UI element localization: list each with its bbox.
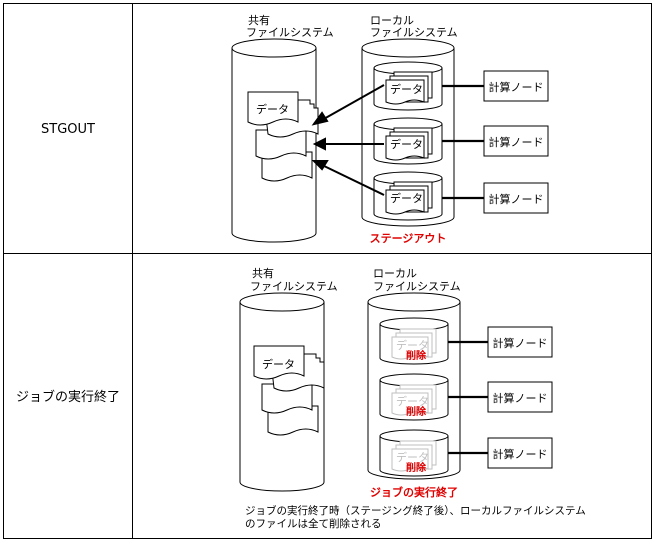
- deleted-label-3: 削除: [406, 461, 427, 474]
- row-label-stgout: STGOUT: [41, 122, 95, 137]
- deleted-label-1: 削除: [406, 349, 427, 362]
- compute-node-label-3: 計算ノード: [489, 192, 544, 206]
- local-disk-1: [373, 61, 443, 111]
- local-data-label-1: データ: [396, 338, 429, 352]
- job-end-note-line1: ジョブの実行終了時（ステージング終了後）、ローカルファイルシステム: [245, 504, 586, 517]
- local-data-label-3: データ: [390, 191, 423, 205]
- shared-data-label: データ: [256, 102, 289, 116]
- job-end-note-line2: のファイルは全て削除される: [245, 517, 382, 530]
- job-end-caption: ジョブの実行終了: [370, 485, 458, 499]
- local-fs-label-line2: ファイルシステム: [373, 280, 461, 293]
- local-disk-3: データ 削除: [379, 429, 449, 477]
- compute-node-label-2: 計算ノード: [493, 391, 548, 405]
- shared-data-label: データ: [262, 357, 295, 371]
- node-connectors: [442, 84, 484, 200]
- local-disk-1: データ 削除: [379, 317, 449, 365]
- compute-node-3: 計算ノード: [487, 437, 553, 469]
- compute-node-2: 計算ノード: [487, 381, 553, 413]
- compute-node-label-2: 計算ノード: [489, 135, 544, 149]
- table-grid: [3, 3, 652, 539]
- local-data-label-3: データ: [396, 450, 429, 464]
- local-data-label-2: データ: [396, 394, 429, 408]
- shared-fs-label-line1: 共有: [248, 13, 270, 27]
- local-fs-label-line2: ファイルシステム: [370, 26, 458, 39]
- local-data-label-2: データ: [390, 137, 423, 151]
- shared-data-stack: [253, 345, 325, 436]
- local-disk-2: [373, 117, 443, 165]
- stageout-arrows: [311, 84, 385, 196]
- shared-fs-label-line2: ファイルシステム: [250, 280, 338, 293]
- shared-fs-label-line1: 共有: [252, 266, 274, 280]
- shared-data-stack: [247, 91, 319, 182]
- deleted-label-2: 削除: [406, 405, 427, 418]
- local-disk-2: データ 削除: [379, 373, 449, 421]
- local-fs-label-line1: ローカル: [373, 267, 417, 280]
- compute-node-1: 計算ノード: [487, 326, 553, 358]
- row-job-end: 共有 ファイルシステム ローカル ファイルシステム データ: [239, 266, 586, 530]
- compute-node-label-3: 計算ノード: [493, 447, 548, 461]
- compute-node-label-1: 計算ノード: [493, 336, 548, 350]
- compute-node-3: 計算ノード: [483, 182, 549, 214]
- node-connectors: [448, 340, 488, 455]
- compute-node-label-1: 計算ノード: [489, 80, 544, 94]
- stageout-caption: ステージアウト: [370, 232, 447, 245]
- shared-fs-label-line2: ファイルシステム: [246, 26, 334, 39]
- compute-node-2: 計算ノード: [483, 125, 549, 157]
- local-fs-label-line1: ローカル: [370, 14, 414, 27]
- local-data-label-1: データ: [390, 82, 423, 96]
- row-stgout: 共有 ファイルシステム ローカル ファイルシステム データ: [231, 13, 549, 245]
- local-disk-3: [373, 171, 443, 221]
- row-label-job-end: ジョブの実行終了: [16, 389, 120, 405]
- compute-node-1: 計算ノード: [483, 70, 549, 102]
